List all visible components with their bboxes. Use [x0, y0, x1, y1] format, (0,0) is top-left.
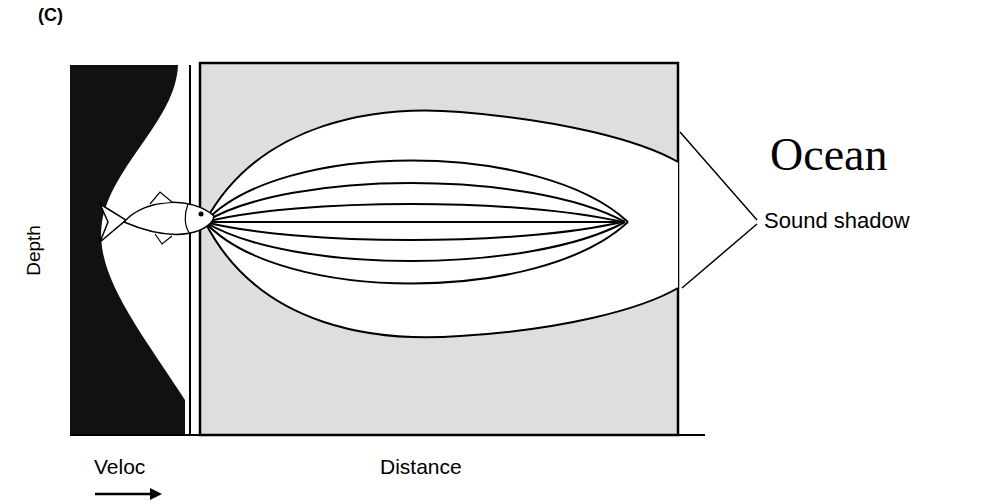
ray-path: [205, 221, 622, 223]
axis-label: Depth: [24, 225, 45, 276]
ray-path: [205, 222, 625, 261]
velocity-profile: [70, 65, 185, 435]
profile-axis: [189, 65, 191, 435]
ray-path: [205, 111, 678, 222]
ray-path: [205, 161, 628, 223]
ray-path: [205, 183, 625, 222]
velocity-arrow: [95, 493, 152, 496]
ray-path: [205, 222, 622, 240]
leader-line: [680, 132, 757, 220]
panel-letter: (C): [38, 6, 63, 26]
insonified-region: [205, 111, 678, 338]
ocean-section: [200, 63, 678, 435]
axis-label: Veloc: [94, 455, 145, 478]
axis-label: Distance: [380, 455, 462, 478]
fish-figure: [100, 192, 214, 244]
ray-path: [205, 222, 678, 337]
ray-path: [205, 204, 622, 222]
region-label: Ocean: [770, 130, 887, 181]
distance-axis: [70, 434, 705, 436]
velocity-arrowhead: [150, 488, 162, 500]
ray-path: [205, 222, 628, 284]
leader-line: [682, 224, 757, 288]
callout-label: Sound shadow: [764, 209, 910, 233]
